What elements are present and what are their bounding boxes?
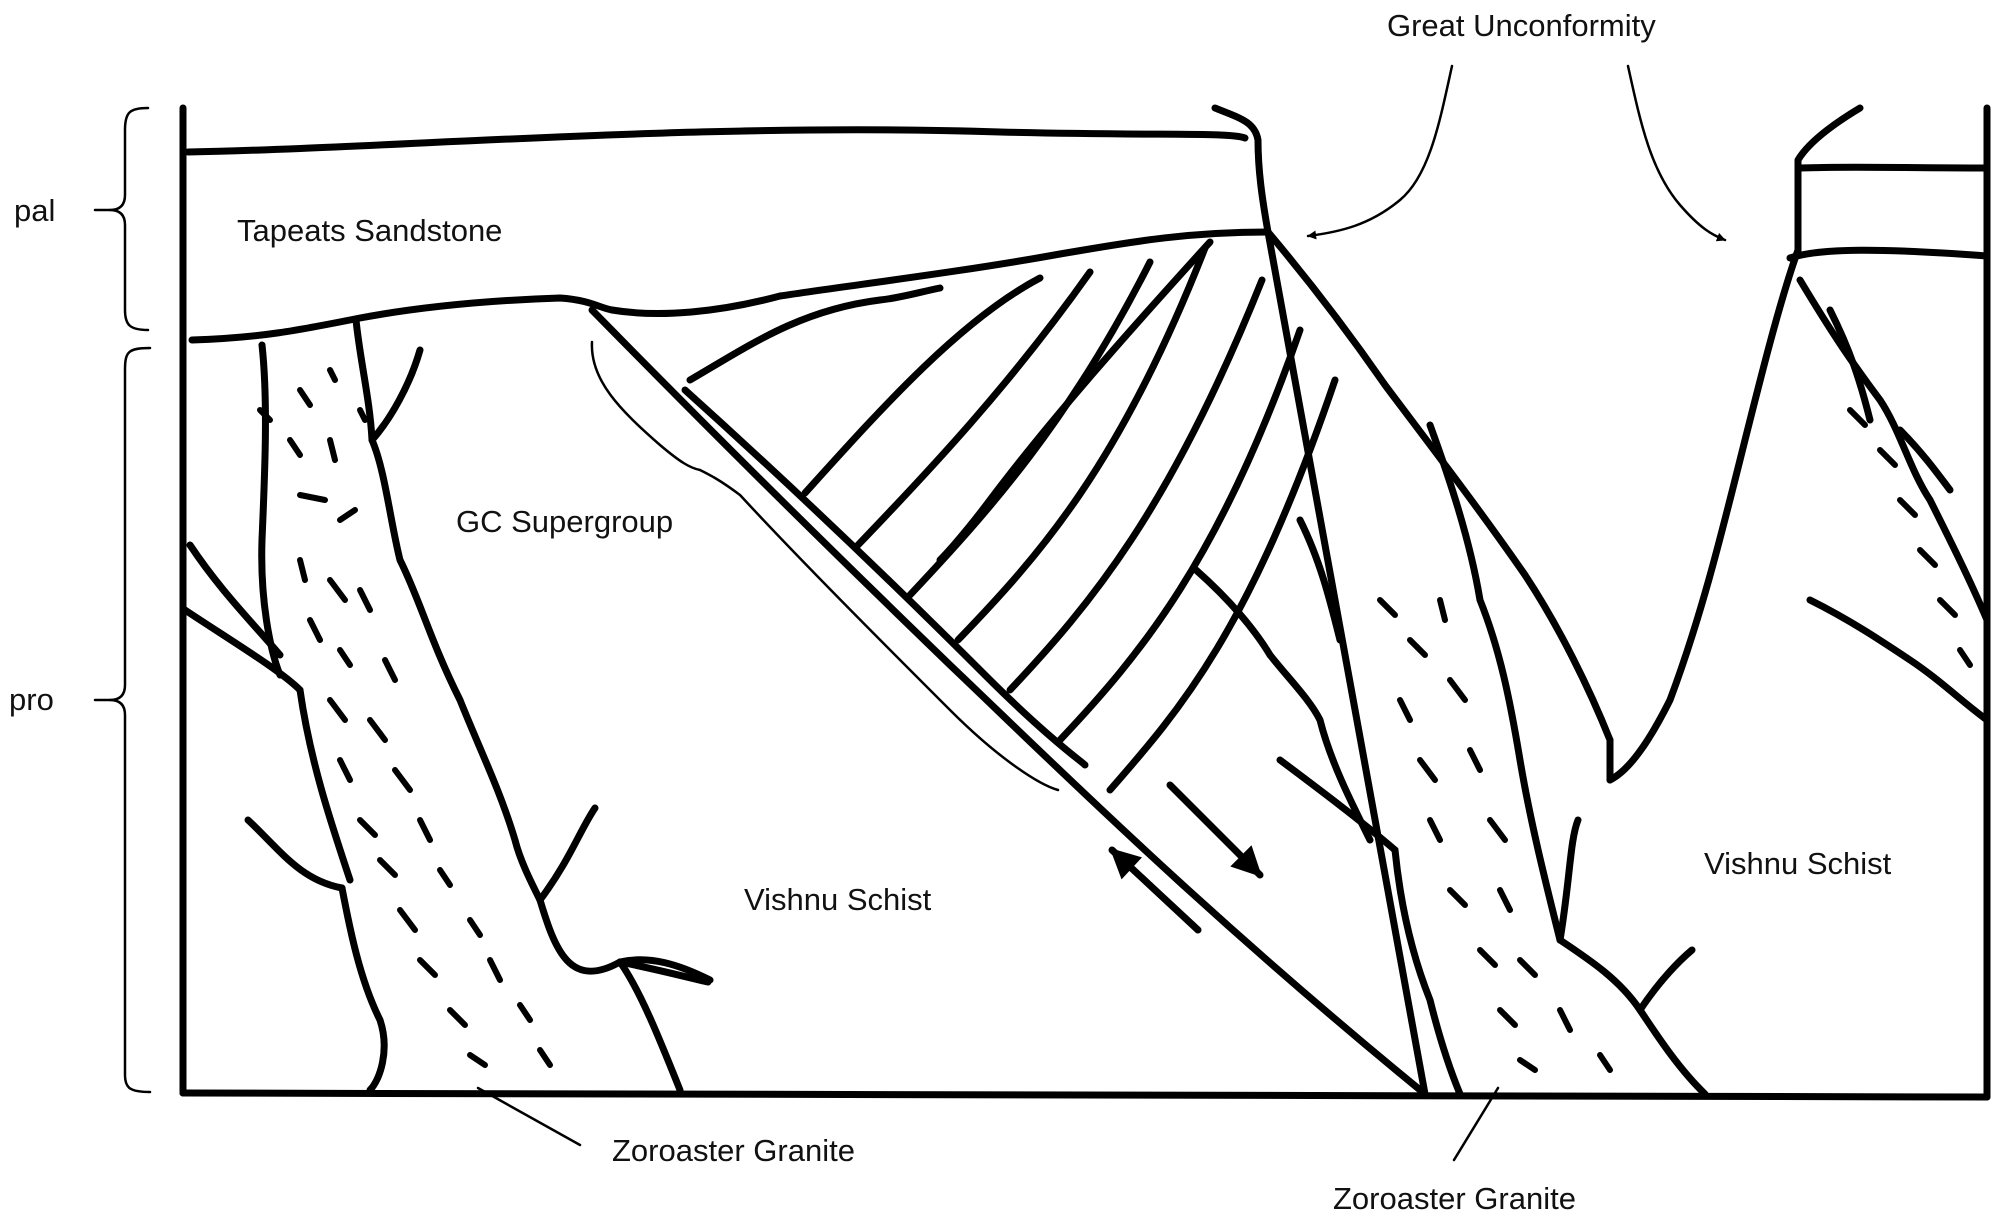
era-braces xyxy=(95,108,150,1092)
vishnu-schist-left-label: Vishnu Schist xyxy=(744,882,932,917)
zoroaster-granite-right xyxy=(1196,425,1705,1094)
paleozoic-label: pal xyxy=(14,193,55,228)
great-unconformity-label: Great Unconformity xyxy=(1387,8,1656,43)
zoroaster-granite-right-label: Zoroaster Granite xyxy=(1333,1181,1576,1216)
proterozoic-label: pro xyxy=(9,682,54,717)
great-unconformity-arrows xyxy=(1308,66,1725,240)
zoroaster-granite-far-right xyxy=(1610,250,1987,780)
vishnu-schist-right-label: Vishnu Schist xyxy=(1704,846,1892,881)
zoroaster-granite-left-label: Zoroaster Granite xyxy=(612,1133,855,1168)
gc-supergroup-brace xyxy=(592,342,1058,790)
tapeats-sandstone-label: Tapeats Sandstone xyxy=(237,213,502,248)
gc-supergroup-label: GC Supergroup xyxy=(456,504,673,539)
zoroaster-granite-left xyxy=(185,320,710,1090)
gc-supergroup-strata xyxy=(690,242,1335,790)
fault-motion-arrows xyxy=(1112,785,1260,930)
